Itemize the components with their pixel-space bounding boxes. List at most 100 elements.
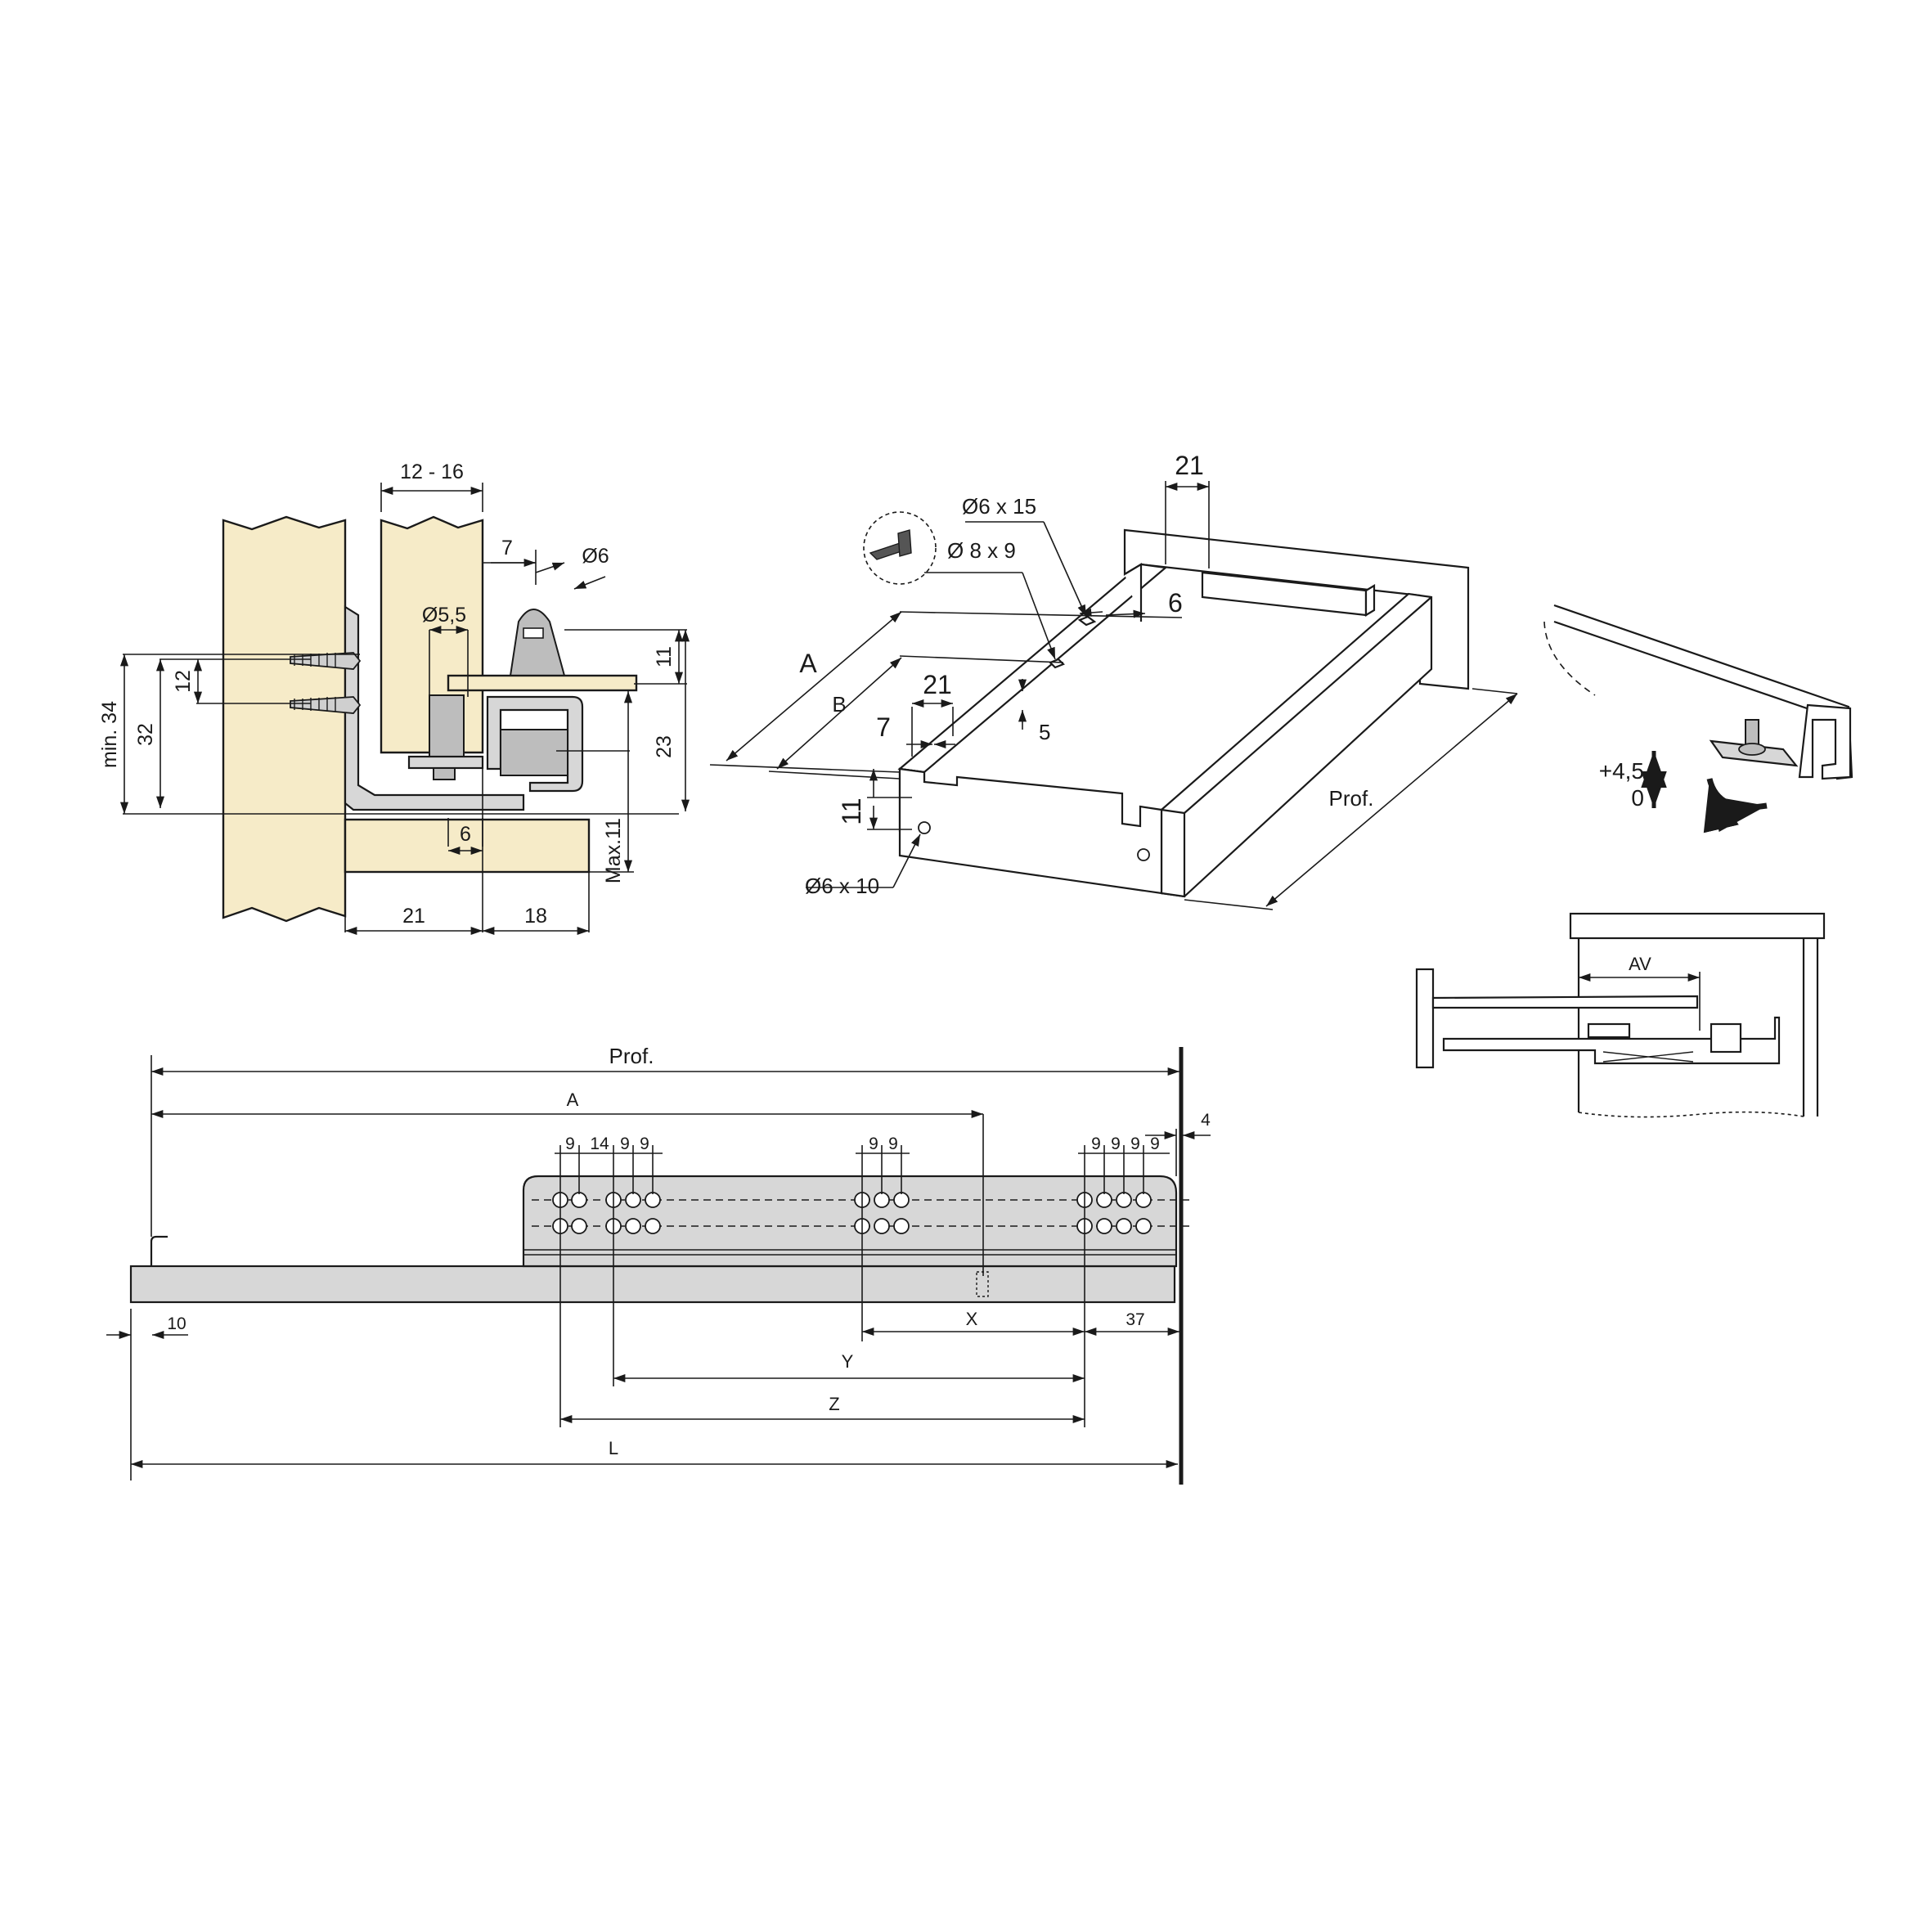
av-drawer-front: [1415, 968, 1435, 1069]
clip-screw-head: [433, 767, 456, 780]
dim-pin-diameter: Ø6: [582, 545, 609, 568]
right-side-front-edge: [1160, 808, 1186, 898]
av-detail-view: AV: [1415, 912, 1826, 1118]
pin-hole: [523, 627, 544, 639]
cabinet-side-panel: [222, 515, 347, 923]
dim-4: 4: [1201, 1111, 1211, 1130]
mounting-hole: [1096, 1192, 1112, 1208]
mounting-hole: [893, 1218, 910, 1234]
drawer-dimension-lines: [709, 481, 1518, 910]
dim-screw-diameter: Ø5,5: [422, 604, 466, 627]
dim-max-11: Max.11: [602, 818, 625, 883]
runner-block: [500, 729, 568, 776]
dim-37: 37: [1126, 1310, 1144, 1329]
dim-6: 6: [460, 823, 471, 846]
front-hook: [150, 1235, 168, 1266]
drawer-right-side: [1160, 592, 1433, 898]
dim-hole-8x9: Ø 8 x 9: [947, 538, 1016, 563]
drawer-front-panel: [898, 767, 1163, 895]
dim-9-e: 9: [888, 1134, 898, 1153]
dim-hole-6x10: Ø6 x 10: [805, 874, 879, 898]
mounting-hole: [645, 1192, 661, 1208]
dim-7: 7: [501, 537, 513, 559]
dim-10: 10: [167, 1314, 186, 1333]
dim-A: A: [799, 649, 817, 678]
locking-clip: [429, 694, 465, 766]
av-worktop: [1569, 912, 1826, 940]
dim-9-a: 9: [565, 1134, 575, 1153]
mounting-hole: [1116, 1218, 1132, 1234]
mounting-hole: [874, 1192, 890, 1208]
dim-6: 6: [1168, 588, 1183, 618]
section-dimension-lines: [119, 483, 690, 936]
side-dimension-lines: [106, 1055, 1211, 1480]
dim-X: X: [966, 1309, 978, 1329]
mounting-hole: [874, 1218, 890, 1234]
front-pin-hole: [918, 821, 931, 834]
mounting-hole: [1135, 1192, 1152, 1208]
drawer-side-panel: [380, 515, 484, 754]
dim-7: 7: [876, 712, 891, 742]
dim-18: 18: [524, 905, 547, 928]
drawer-isometric-view: 21 Ø6 x 15 Ø 8 x 9 6 A B 21 7 5 11 Ø6 x …: [709, 451, 1518, 910]
dim-21: 21: [923, 670, 952, 699]
adjust-zero-value: 0: [1631, 785, 1644, 811]
mounting-hole: [645, 1218, 661, 1234]
mounting-hole: [1135, 1218, 1152, 1234]
front-fixing-hole: [1137, 848, 1150, 861]
clip-plate: [407, 755, 484, 770]
dim-9-h: 9: [1130, 1134, 1140, 1153]
runner-profile: [344, 605, 525, 811]
mounting-hole: [571, 1192, 587, 1208]
side-hole-15: [1077, 615, 1097, 627]
dim-9-f: 9: [1091, 1134, 1101, 1153]
dim-12: 12: [172, 670, 195, 693]
height-adjust-view: +4,5 0: [1543, 604, 1853, 833]
mounting-hole: [625, 1192, 641, 1208]
dim-A: A: [567, 1090, 579, 1110]
side-hole-9: [1049, 658, 1065, 669]
av-drawer-side: [1431, 995, 1699, 1009]
runner-carriage: [486, 695, 584, 793]
av-clip-left: [1587, 1022, 1631, 1039]
dim-B: B: [832, 692, 846, 717]
runner-body: [129, 1265, 1176, 1304]
dim-prof: Prof.: [1329, 786, 1374, 811]
dim-hole-6x15: Ø6 x 15: [962, 494, 1036, 519]
rotate-arrow-icon: [1703, 778, 1768, 833]
section-view: 12 - 16 7 Ø6 Ø5,5 min. 34 32 12 11 23 6 …: [98, 461, 690, 936]
adjust-plus-value: +4,5: [1599, 758, 1644, 784]
dim-11: 11: [653, 646, 676, 667]
runner-side-view: Prof. A 9 14 9 9 9 9 9 9 9 9 4 10 X 37 Y…: [106, 1044, 1211, 1485]
dim-21-top: 21: [1175, 451, 1204, 480]
dim-14: 14: [590, 1134, 609, 1153]
dim-Z: Z: [829, 1394, 839, 1414]
av-runner: [1442, 1016, 1781, 1065]
screw-upper: [290, 652, 362, 670]
av-clip-right: [1710, 1022, 1742, 1054]
mounting-hole: [1096, 1218, 1112, 1234]
back-wall-rail-end: [1364, 584, 1376, 617]
runner-section-front: [1798, 703, 1852, 780]
dim-9-b: 9: [620, 1134, 630, 1153]
dim-wood-thickness: 12 - 16: [400, 461, 464, 483]
mounting-hole: [571, 1218, 587, 1234]
mounting-hole: [1116, 1192, 1132, 1208]
dim-11: 11: [837, 798, 866, 824]
dim-32: 32: [134, 723, 157, 746]
left-side-back-edge: [1124, 563, 1143, 622]
drawer-back-panel: [447, 674, 638, 692]
dim-21: 21: [402, 905, 425, 928]
dim-9-i: 9: [1150, 1134, 1160, 1153]
dim-L: L: [609, 1438, 618, 1458]
dim-min-34: min. 34: [98, 701, 121, 768]
rear-pin-socket: [509, 609, 566, 676]
dim-9-g: 9: [1111, 1134, 1121, 1153]
runner-rear-bracket: [522, 1175, 1178, 1268]
mounting-hole: [625, 1218, 641, 1234]
drawer-bottom-panel: [344, 818, 591, 874]
av-label: AV: [1629, 954, 1651, 974]
drawer-left-side: [897, 563, 1168, 774]
